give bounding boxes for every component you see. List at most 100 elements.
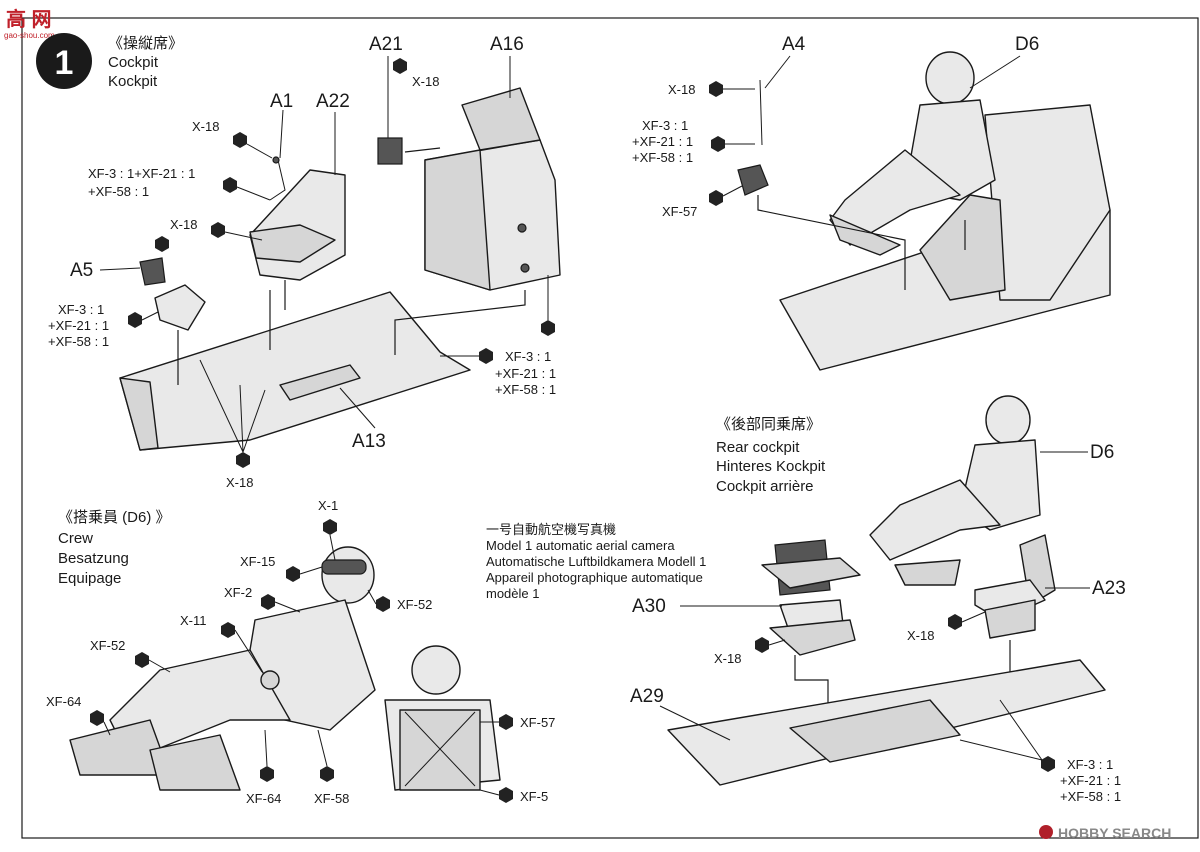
paint-floor-xf21: +XF-21 : 1 xyxy=(495,366,556,381)
label-a13: A13 xyxy=(352,431,386,452)
label-a21: A21 xyxy=(369,34,403,55)
lead-paint-cushion xyxy=(224,231,263,241)
paint-hex-icon xyxy=(1041,756,1055,772)
watermark-top-text: 高 网 xyxy=(6,7,52,31)
seat-rod-a1 xyxy=(269,159,286,201)
camera-title-jp: 一号自動航空機写真機 xyxy=(486,522,616,537)
lead-paint-xf52-head xyxy=(367,589,377,605)
paint-stick-xf21: +XF-21 : 1 xyxy=(632,134,693,149)
rear-title-jp: 《後部同乗席》 xyxy=(716,416,821,433)
rear-pilot-head xyxy=(985,395,1031,445)
paint-a21-x18: X-18 xyxy=(412,74,439,89)
paint-hex-icon xyxy=(223,177,237,193)
label-a5: A5 xyxy=(70,260,93,281)
lead-a5 xyxy=(99,267,141,271)
paint-crew-xf58: XF-58 xyxy=(314,791,349,806)
paint-hex-icon xyxy=(323,519,337,535)
cockpit-title-jp: 《操縦席》 xyxy=(108,35,183,52)
paint-hex-icon xyxy=(499,787,513,803)
watermark-top-logo: 高 网 gao-shou.com xyxy=(4,7,55,40)
cockpit-title-en: Cockpit xyxy=(108,54,159,71)
arrow-a21 xyxy=(404,147,441,153)
pilot-d6-head xyxy=(925,51,975,105)
part-a21 xyxy=(377,137,403,165)
label-a4: A4 xyxy=(782,34,806,55)
paint-crew-xf15: XF-15 xyxy=(240,554,275,569)
arrow-panel xyxy=(394,290,526,355)
paint-a5-xf58: +XF-58 : 1 xyxy=(48,334,109,349)
paint-a5-xf3: XF-3 : 1 xyxy=(58,302,104,317)
paint-crew-xf57: XF-57 xyxy=(520,715,555,730)
rear-pilot-boots xyxy=(894,559,961,586)
paint-pedals-x18: X-18 xyxy=(226,475,253,490)
lead-paint-x11 xyxy=(234,629,263,673)
paint-a5-xf21: +XF-21 : 1 xyxy=(48,318,109,333)
camera-title-fr1: Appareil photographique automatique xyxy=(486,570,703,585)
lead-paint-xf52 xyxy=(148,659,171,673)
paint-hex-icon xyxy=(211,222,225,238)
lead-paint-xf64 xyxy=(264,729,268,767)
paint-a23-x18: X-18 xyxy=(907,628,934,643)
floor-rail xyxy=(279,364,361,401)
seat-cushion xyxy=(249,224,336,263)
paint-a30-x18: X-18 xyxy=(714,651,741,666)
label-d6-rear: D6 xyxy=(1090,442,1114,463)
paint-crew-xf52-head: XF-52 xyxy=(397,597,432,612)
paint-hex-icon xyxy=(376,596,390,612)
lead-paint-a5 xyxy=(141,311,159,321)
label-d6-top: D6 xyxy=(1015,34,1039,55)
paint-hex-icon xyxy=(135,652,149,668)
hobby-search-icon xyxy=(1039,825,1053,839)
lead-paint-xf64-left xyxy=(103,721,111,736)
paint-a29-xf3: XF-3 : 1 xyxy=(1067,757,1113,772)
rear-title-fr: Cockpit arrière xyxy=(716,478,814,495)
part-a5-top xyxy=(139,257,166,286)
paint-stick-xf3: XF-3 : 1 xyxy=(642,118,688,133)
paint-hex-icon xyxy=(948,614,962,630)
panel-hole-1 xyxy=(517,223,527,233)
step-number: 1 xyxy=(55,44,74,82)
paint-hex-icon xyxy=(261,594,275,610)
lead-paint-seat xyxy=(236,186,271,201)
label-a23: A23 xyxy=(1092,578,1126,599)
paint-a1-x18: X-18 xyxy=(192,119,219,134)
lead-paint-xf5 xyxy=(479,789,500,796)
paint-crew-xf64-left: XF-64 xyxy=(46,694,81,709)
paint-stick-xf57: XF-57 xyxy=(662,204,697,219)
watermark-bottom-text: HOBBY SEARCH xyxy=(1058,825,1171,841)
floor-cutout xyxy=(789,699,961,763)
paint-hex-icon xyxy=(260,766,274,782)
lead-d6-top xyxy=(969,55,1021,89)
floor-side xyxy=(119,377,159,451)
lead-paint-xf15 xyxy=(299,566,323,575)
paint-floor-xf3: XF-3 : 1 xyxy=(505,349,551,364)
lead-paint-xf2 xyxy=(274,601,301,613)
camera-base xyxy=(769,619,856,656)
label-a29: A29 xyxy=(630,686,664,707)
step-badge: 1 xyxy=(36,33,92,89)
rear-pilot-legs xyxy=(869,479,1001,561)
paint-hex-icon xyxy=(541,320,555,336)
watermark-bottom-logo: HOBBY SEARCH xyxy=(1039,825,1171,841)
assembled-seat xyxy=(919,194,1006,301)
paint-hex-icon xyxy=(711,136,725,152)
lead-paint-x1 xyxy=(329,534,336,561)
paint-hex-icon xyxy=(479,348,493,364)
crew-title-jp: 《搭乗員 (D6) 》 xyxy=(58,509,171,526)
crew-back-straps xyxy=(404,711,476,787)
watermark-top-subtext: gao-shou.com xyxy=(4,31,55,40)
paint-hex-icon xyxy=(709,190,723,206)
cockpit-title-de: Kockpit xyxy=(108,73,158,90)
paint-hex-icon xyxy=(499,714,513,730)
paint-crew-xf5: XF-5 xyxy=(520,789,548,804)
panel-top xyxy=(461,87,541,151)
page-frame xyxy=(21,17,1199,839)
arrow-camera xyxy=(794,655,829,715)
crew-head xyxy=(321,546,375,604)
paint-cushion-x18: X-18 xyxy=(170,217,197,232)
camera-title-fr2: modèle 1 xyxy=(486,586,539,601)
pilot-d6-boots xyxy=(829,214,901,256)
lead-a1 xyxy=(279,109,284,159)
paint-hex-icon xyxy=(286,566,300,582)
